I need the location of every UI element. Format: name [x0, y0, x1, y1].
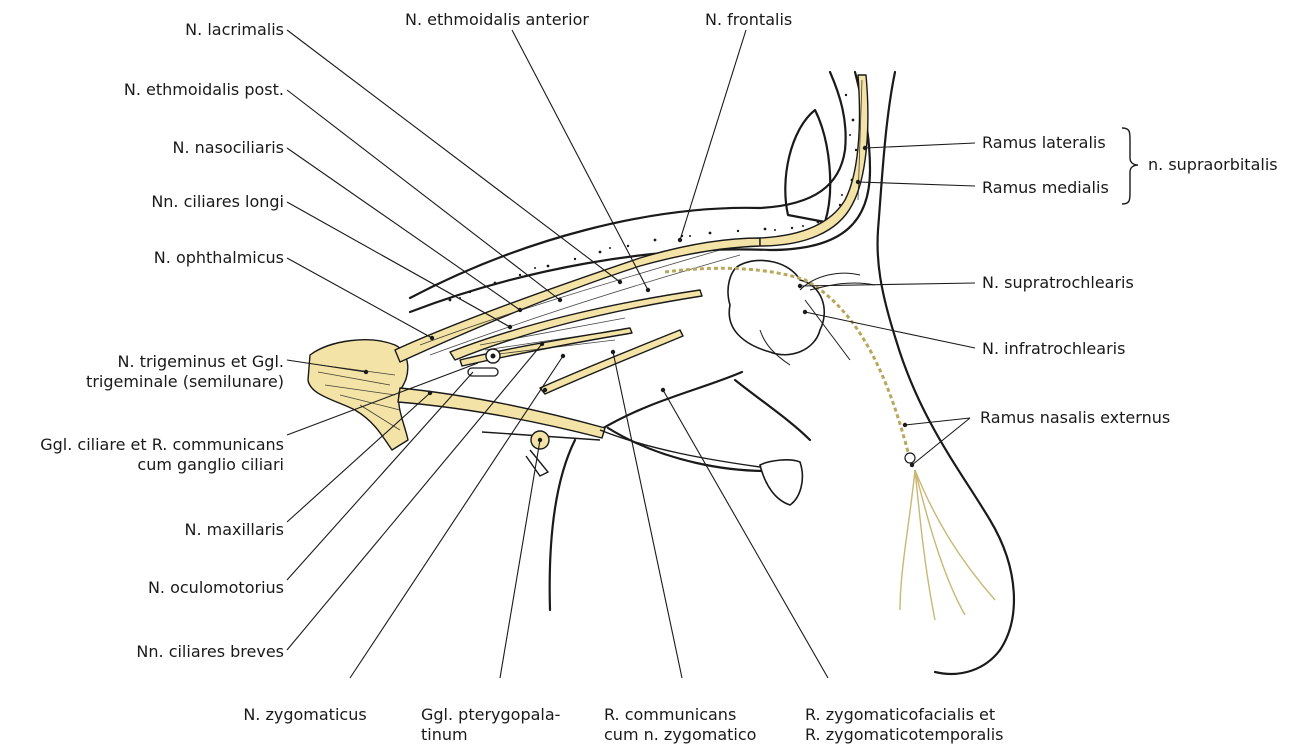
skull-outline [410, 72, 1014, 674]
label-nn-ciliares-breves: Nn. ciliares breves [40, 642, 284, 662]
bone-stipple [449, 94, 858, 302]
supraorbitalis-brace [1122, 128, 1138, 204]
label-n-ethmoidalis-post: N. ethmoidalis post. [40, 80, 284, 100]
nasal-fibers [900, 470, 995, 620]
label-n-trigeminus: N. trigeminus et Ggl.trigeminale (semilu… [10, 352, 284, 392]
nasal-node [905, 453, 915, 463]
label-n-frontalis: N. frontalis [705, 10, 792, 30]
label-n-lacrimalis: N. lacrimalis [60, 20, 284, 40]
label-nn-ciliares-longi: Nn. ciliares longi [40, 192, 284, 212]
lacrimal-gland [728, 260, 824, 354]
label-ramus-medialis: Ramus medialis [982, 178, 1109, 198]
label-n-supratrochlearis: N. supratrochlearis [982, 273, 1134, 293]
label-n-infratrochlearis: N. infratrochlearis [982, 339, 1125, 359]
label-ramus-nasalis-externus: Ramus nasalis externus [980, 408, 1170, 428]
label-n-ophthalmicus: N. ophthalmicus [40, 248, 284, 268]
label-n-ethmoidalis-anterior: N. ethmoidalis anterior [405, 10, 589, 30]
label-ramus-lateralis: Ramus lateralis [982, 133, 1106, 153]
label-n-oculomotorius: N. oculomotorius [40, 578, 284, 598]
label-n-maxillaris: N. maxillaris [40, 520, 284, 540]
label-n-zygomaticus: N. zygomaticus [230, 705, 380, 725]
label-n-nasociliaris: N. nasociliaris [40, 138, 284, 158]
pterygopalatine-ganglion [482, 431, 600, 476]
label-n-supraorbitalis: n. supraorbitalis [1148, 155, 1278, 175]
label-ggl-pterygopalatinum: Ggl. pterygopala-tinum [421, 705, 560, 745]
zygomaticotemporal-branch [760, 460, 802, 505]
